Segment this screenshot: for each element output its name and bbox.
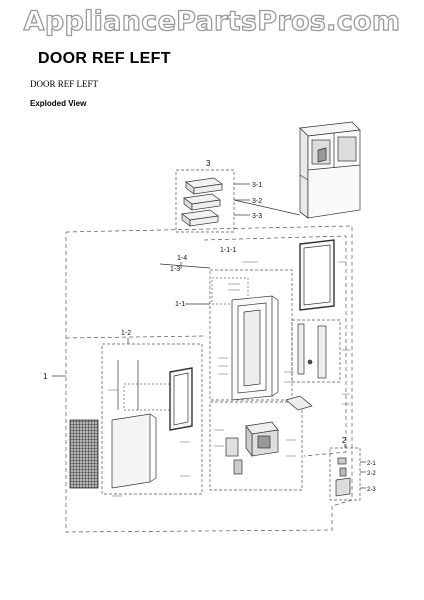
door-gasket (299, 239, 335, 311)
callout-1: 1 (43, 372, 48, 381)
refrigerator-illustration (299, 121, 361, 219)
callout-3: 3 (206, 159, 211, 168)
callout-3-3: 3-3 (252, 213, 262, 220)
callout-3-1: 3-1 (252, 182, 262, 189)
callout-1-3: 1-3 (170, 266, 180, 273)
callout-3-2: 3-2 (252, 198, 262, 205)
callout-2: 2 (342, 436, 347, 445)
callout-1-1: 1-1 (175, 301, 185, 308)
insulation-panel (69, 419, 99, 489)
page-title: DOOR REF LEFT (38, 50, 171, 67)
callout-1-4: 1-4 (177, 255, 187, 262)
view-label: Exploded View (30, 99, 87, 108)
dispenser-subassembly (209, 395, 313, 491)
watermark: AppliancePartsPros.com (23, 5, 401, 37)
callout-1-1-1: 1-1-1 (220, 247, 236, 254)
callout-2-3: 2-3 (367, 487, 376, 493)
part-label-ticks (108, 261, 350, 497)
diagram-subtitle: DOOR REF LEFT (30, 79, 99, 89)
callout-2-1: 2-1 (367, 461, 376, 467)
door-panel-subassembly (101, 343, 203, 495)
callout-labels: 1 2 3 1-1 1-2 1-3 1-4 1-1-1 3-1 3-2 3-3 … (43, 159, 376, 493)
door-frame-subassembly (209, 269, 293, 401)
callout-2-2: 2-2 (367, 471, 376, 477)
handle-subassembly (291, 319, 341, 383)
door-bins-group (175, 169, 301, 233)
hinge-cover-group (329, 447, 361, 501)
main-door-assembly-outline (65, 225, 353, 533)
callout-1-2: 1-2 (121, 330, 131, 337)
leader-lines (52, 183, 366, 489)
